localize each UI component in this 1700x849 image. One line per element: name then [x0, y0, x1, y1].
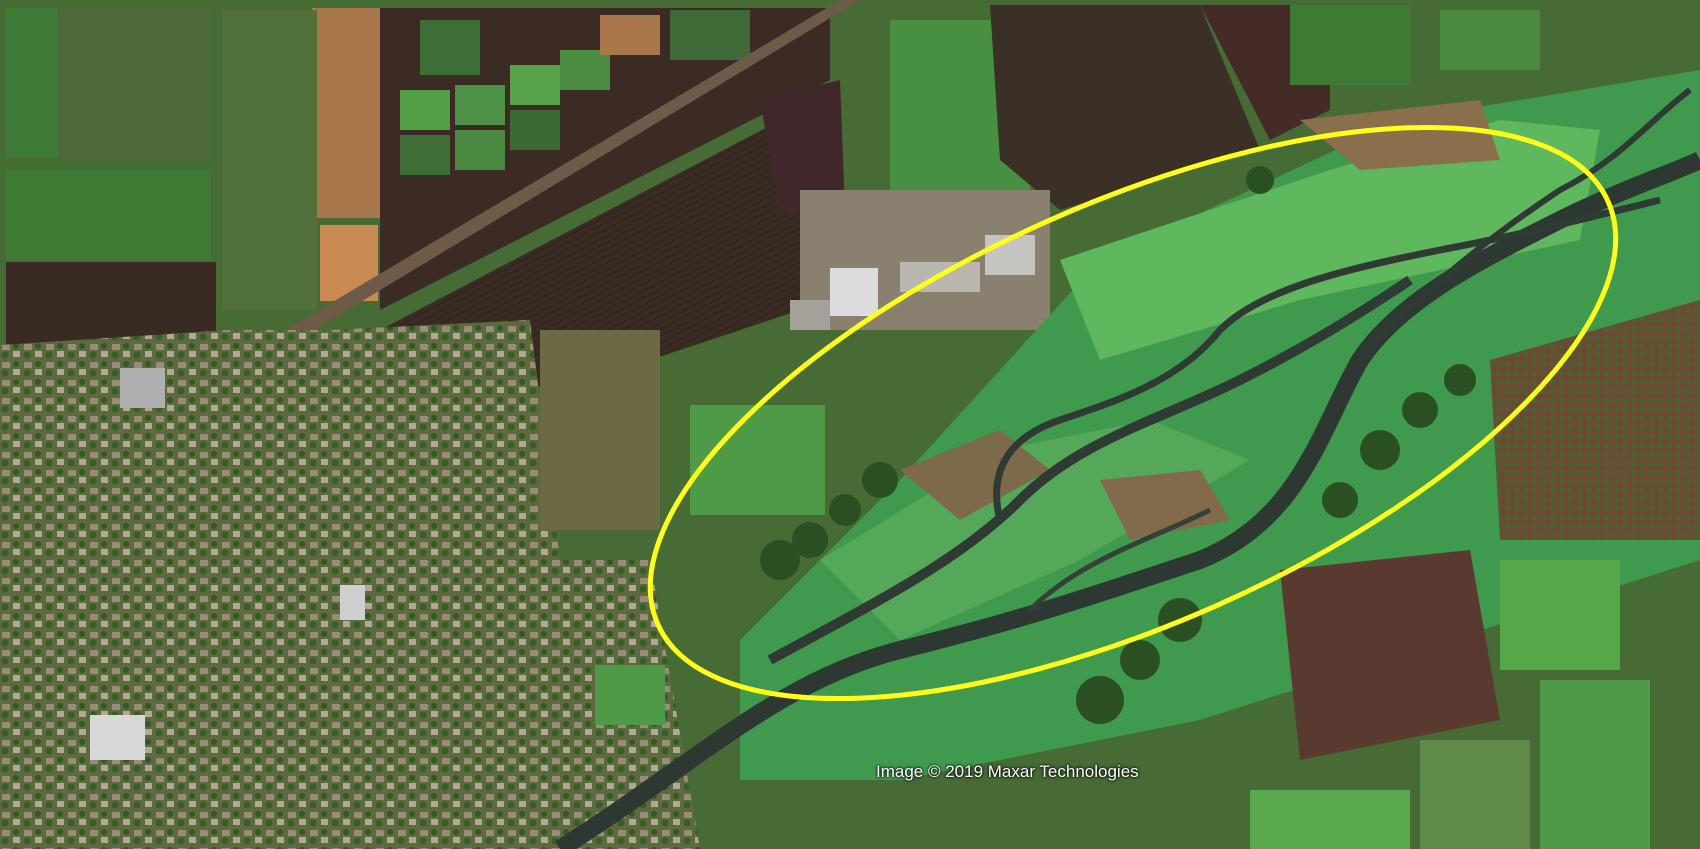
- building: [790, 300, 830, 330]
- field-soil: [540, 330, 660, 530]
- field: [690, 405, 825, 515]
- highlight-ellipse: [647, 124, 1619, 702]
- wet-soil: [1100, 470, 1230, 540]
- building: [985, 235, 1035, 275]
- field-plowed: [760, 80, 845, 215]
- field-plowed: [990, 5, 1260, 210]
- estate: [222, 10, 317, 310]
- field-plowed: [380, 110, 830, 390]
- building: [830, 268, 878, 316]
- field: [1540, 680, 1650, 849]
- field-grid: [400, 10, 750, 175]
- wet-soil: [1300, 100, 1500, 170]
- river-branch: [1357, 87, 1692, 362]
- river: [555, 151, 1700, 849]
- marsh: [1060, 120, 1600, 360]
- orchard: [1490, 300, 1700, 540]
- field: [1440, 10, 1540, 70]
- field: [6, 170, 211, 260]
- tree-belt: [760, 166, 1476, 724]
- field: [60, 10, 210, 160]
- building: [120, 368, 165, 408]
- building: [90, 715, 145, 760]
- field-plowed: [1280, 550, 1500, 760]
- town: [0, 320, 700, 849]
- river-branch: [767, 275, 1413, 665]
- field: [1500, 560, 1620, 670]
- marsh: [820, 420, 1250, 640]
- field-soil: [312, 8, 382, 218]
- building: [340, 585, 365, 620]
- map-attribution: Image © 2019 Maxar Technologies: [876, 762, 1139, 781]
- field: [1420, 740, 1530, 849]
- river-branch: [993, 196, 1661, 521]
- field: [6, 8, 58, 158]
- field: [1290, 5, 1410, 85]
- field: [595, 665, 665, 725]
- river-branch: [1028, 507, 1212, 612]
- field: [1250, 790, 1410, 849]
